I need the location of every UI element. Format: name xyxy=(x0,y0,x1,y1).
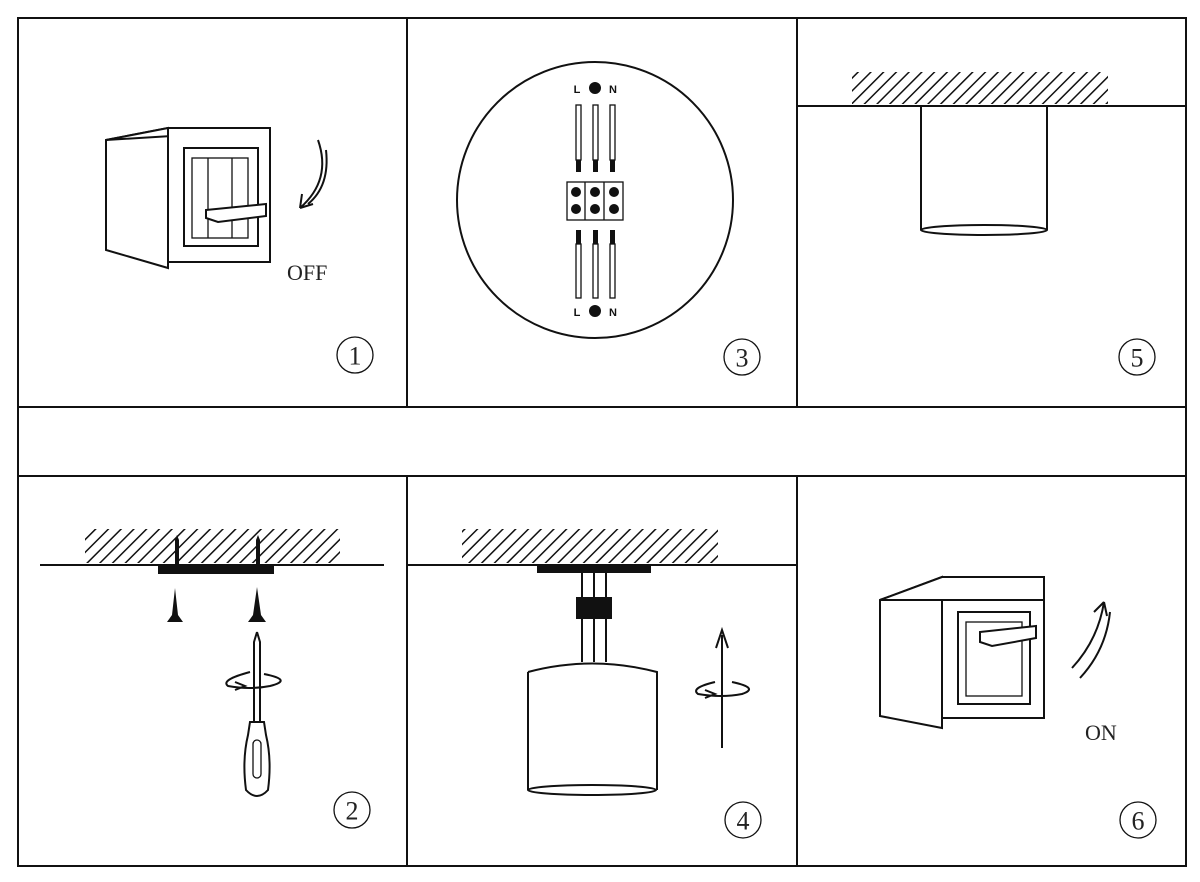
neutral-label-bottom: N xyxy=(609,307,617,319)
rotate-icon xyxy=(695,681,751,699)
step-number-circle xyxy=(336,336,374,374)
cylinder-light-icon xyxy=(920,106,1048,236)
ceiling-hatch xyxy=(462,529,718,563)
step-number: 5 xyxy=(1131,344,1144,373)
wiring-detail-circle xyxy=(456,61,734,339)
step-number: 1 xyxy=(349,342,362,371)
terminal-block-icon xyxy=(566,181,624,221)
ceiling-hatch xyxy=(852,72,1108,104)
step-5-panel: 5 xyxy=(797,72,1186,376)
live-label-bottom: L xyxy=(574,307,581,319)
off-label: OFF xyxy=(287,260,327,285)
mounting-plate xyxy=(158,565,274,574)
cylinder-light-icon xyxy=(527,662,658,796)
step-number: 4 xyxy=(737,807,750,836)
step-4-panel: 4 xyxy=(408,529,797,839)
step-6-panel: ON 6 xyxy=(879,575,1157,839)
live-label-top: L xyxy=(574,84,581,96)
step-3-panel: L N L N 3 xyxy=(456,61,761,376)
screw-icon xyxy=(167,587,266,622)
step-number-circle xyxy=(724,801,762,839)
step-number-circle xyxy=(1118,338,1156,376)
step-number: 6 xyxy=(1132,807,1145,836)
earth-symbol-icon xyxy=(589,305,601,317)
up-arrow-icon xyxy=(1071,601,1111,679)
wall-switch-off-icon xyxy=(105,126,271,270)
ceiling-hatch xyxy=(85,529,340,563)
step-number-circle xyxy=(1119,801,1157,839)
screwdriver-icon xyxy=(243,631,271,797)
rotate-icon xyxy=(225,671,282,691)
output-wires xyxy=(575,230,616,299)
earth-symbol-icon xyxy=(589,82,601,94)
panel-grid xyxy=(17,17,1187,867)
on-label: ON xyxy=(1085,720,1117,745)
step-number-circle xyxy=(333,791,371,829)
step-1-panel: OFF 1 xyxy=(105,126,374,374)
connector-wires xyxy=(576,573,612,662)
neutral-label-top: N xyxy=(609,84,617,96)
wall-switch-on-icon xyxy=(879,575,1045,730)
up-arrow-icon xyxy=(715,626,729,748)
step-number-circle xyxy=(723,338,761,376)
down-arrow-icon xyxy=(299,139,328,209)
step-2-panel: 2 xyxy=(40,529,384,829)
step-number: 3 xyxy=(736,344,749,373)
step-number: 2 xyxy=(346,797,359,826)
mounting-plate xyxy=(537,565,651,573)
input-wires xyxy=(575,104,616,172)
